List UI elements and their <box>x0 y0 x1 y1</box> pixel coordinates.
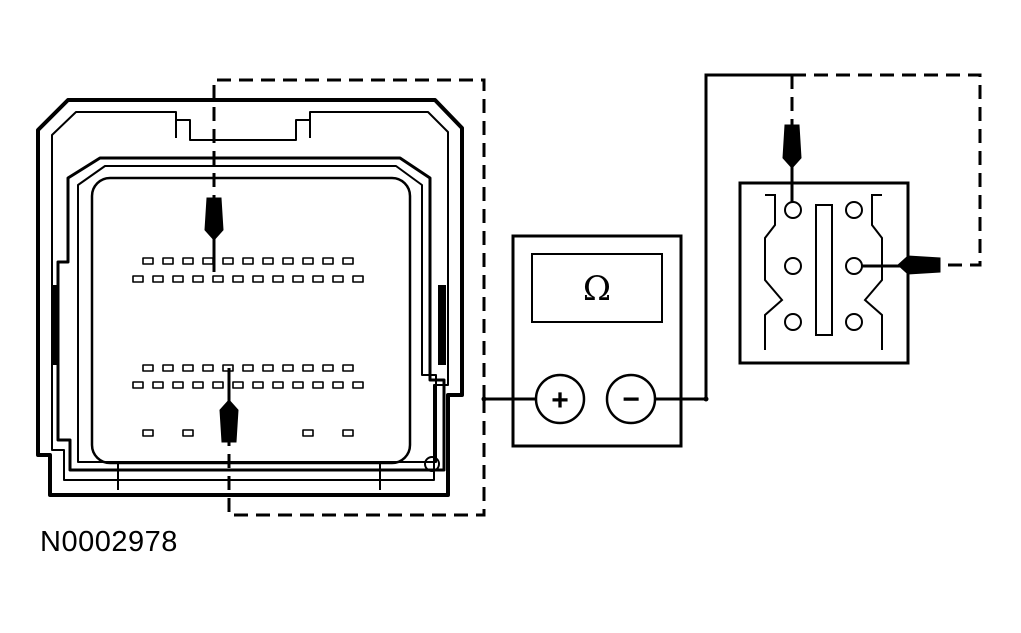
upper-row-1-pin <box>182 257 194 265</box>
pin-cavity-rows <box>132 257 364 437</box>
connector-lock-bar-right <box>438 285 446 365</box>
test-leads <box>212 73 982 517</box>
lower-row-2-pin <box>312 381 324 389</box>
bottom-row-pin <box>302 429 314 437</box>
connector-body-inner <box>77 165 437 463</box>
negative-terminal-label: − <box>622 383 640 416</box>
upper-row-2-pin <box>272 275 284 283</box>
lower-row-2-pin <box>172 381 184 389</box>
lower-row-1-pin <box>302 364 314 372</box>
connector-inner-shell <box>51 111 449 481</box>
switch-connector <box>738 181 910 365</box>
connector-key-tab-right <box>295 120 311 138</box>
probe-tip-module-top <box>204 197 224 241</box>
bottom-row-pin <box>342 429 354 437</box>
connector-body <box>56 156 446 472</box>
module-connector <box>36 98 464 497</box>
upper-row-2-pin <box>172 275 184 283</box>
upper-row-1-pin <box>262 257 274 265</box>
lower-row-2-pin <box>292 381 304 389</box>
lower-row-1-pin <box>182 364 194 372</box>
bottom-row-pin <box>142 429 154 437</box>
connector-bottom-ledge <box>117 463 381 490</box>
terminal-3 <box>784 257 802 275</box>
lower-row-2-pin <box>352 381 364 389</box>
junction-positive <box>481 396 487 402</box>
switch-connector-inner-right <box>863 194 883 350</box>
upper-row-2-pin <box>312 275 324 283</box>
upper-row-1-pin <box>282 257 294 265</box>
upper-row-2-pin <box>152 275 164 283</box>
probe-tips <box>204 124 941 443</box>
lower-row-2-pin <box>272 381 284 389</box>
bottom-row-pin <box>182 429 194 437</box>
upper-row-2-pin <box>212 275 224 283</box>
lower-row-1-pin <box>282 364 294 372</box>
lower-row-1-pin <box>262 364 274 372</box>
ohmmeter <box>511 234 683 448</box>
lower-row-2-pin <box>152 381 164 389</box>
lower-row-1-pin <box>162 364 174 372</box>
probe-tip-switch-side <box>897 255 941 275</box>
lead-module-dashed-loop <box>227 399 486 517</box>
upper-row-1-pin <box>342 257 354 265</box>
ohmmeter-display <box>531 253 663 323</box>
connector-pin-face <box>90 176 412 465</box>
lower-row-1-pin <box>322 364 334 372</box>
upper-row-2-pin <box>292 275 304 283</box>
upper-row-1-pin <box>202 257 214 265</box>
ohmmeter-case <box>511 234 683 448</box>
lower-row-2-pin <box>192 381 204 389</box>
lead-negative-solid <box>655 73 792 401</box>
lower-row-2-pin <box>252 381 264 389</box>
lower-row-1-pin <box>142 364 154 372</box>
lower-row-2-pin <box>132 381 144 389</box>
lower-row-2-pin <box>332 381 344 389</box>
upper-row-2-pin <box>232 275 244 283</box>
connector-outer-shell <box>36 98 464 497</box>
lead-junctions <box>481 396 709 402</box>
terminal-1 <box>784 201 802 219</box>
terminal-6 <box>845 313 863 331</box>
upper-row-1-pin <box>162 257 174 265</box>
junction-negative <box>703 396 709 402</box>
ohmmeter-display-symbol: Ω <box>583 269 611 309</box>
upper-row-2-pin <box>192 275 204 283</box>
lower-row-1-pin <box>342 364 354 372</box>
lower-row-1-pin <box>242 364 254 372</box>
probe-tip-module-bottom <box>219 399 239 443</box>
switch-connector-center-bar <box>815 204 833 336</box>
upper-row-2-pin <box>132 275 144 283</box>
upper-row-1-pin <box>242 257 254 265</box>
upper-row-1-pin <box>142 257 154 265</box>
lower-row-1-pin <box>202 364 214 372</box>
upper-row-1-pin <box>302 257 314 265</box>
lead-switch-dashed-loop <box>792 73 982 267</box>
upper-row-2-pin <box>252 275 264 283</box>
lower-row-2-pin <box>232 381 244 389</box>
switch-connector-inner-left <box>764 194 784 350</box>
lead-module-dashed-top <box>212 78 486 399</box>
terminal-5 <box>784 313 802 331</box>
upper-row-2-pin <box>332 275 344 283</box>
positive-terminal-label: + <box>551 384 569 417</box>
terminal-2 <box>845 201 863 219</box>
connector-key-tab-left <box>175 120 191 138</box>
probe-tip-switch-top <box>782 124 802 169</box>
upper-row-2-pin <box>352 275 364 283</box>
connector-ear-hole <box>424 456 440 472</box>
connector-lock-bar-left <box>51 285 59 365</box>
figure-reference-code: N0002978 <box>40 526 178 558</box>
terminal-4 <box>845 257 863 275</box>
upper-row-1-pin <box>322 257 334 265</box>
lower-row-2-pin <box>212 381 224 389</box>
upper-row-1-pin <box>222 257 234 265</box>
